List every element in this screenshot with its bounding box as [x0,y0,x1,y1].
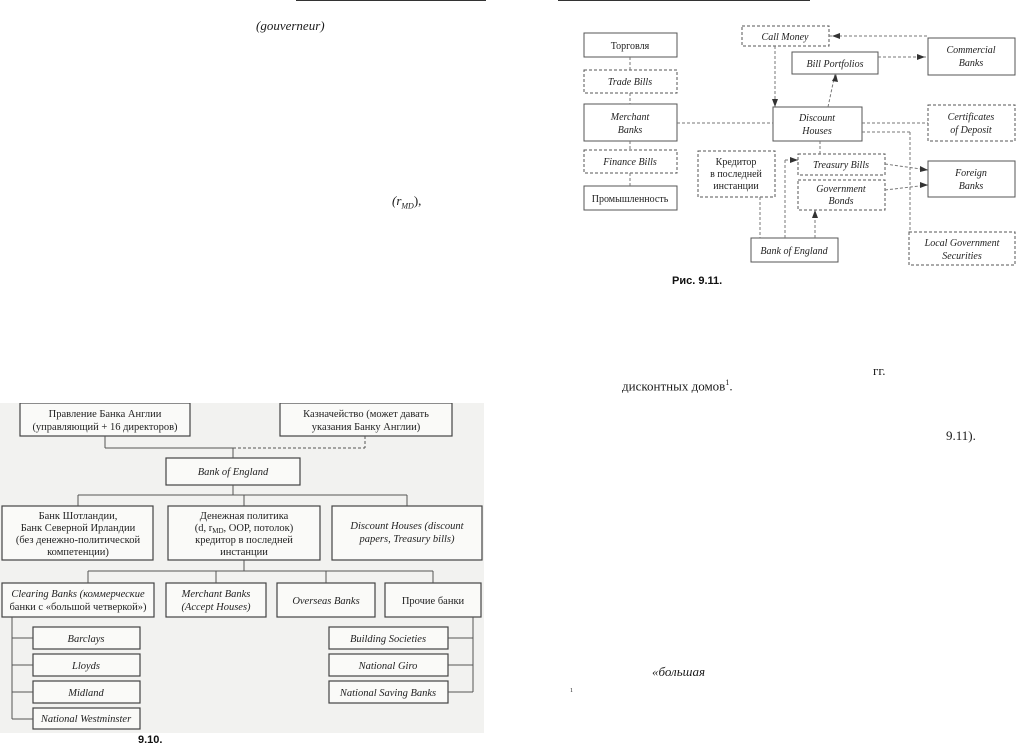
lbl-disc-2: papers, Treasury bills) [359,534,455,545]
top-rule-right [558,0,810,1]
lbl-saving: National Saving Banks [339,688,436,699]
lbl-foreign-2: Banks [959,181,984,192]
lbl-trade-bills: Trade Bills [608,77,652,88]
box-bill-portfolios [791,51,879,75]
lbl-policy-2a: (d, r [195,523,213,534]
rmd-open: (r [392,193,402,208]
box-merchant [165,582,267,618]
figure-911: Торговля Trade Bills Merchant Banks Fina… [583,25,1016,266]
lbl-barclays: Barclays [68,634,105,645]
lbl-merchant-2: Banks [618,125,643,136]
lbl-policy-1: Денежная политика [200,511,289,522]
lbl-policy-2: (d, rMD, OOP, потолок) [195,523,294,535]
lbl-kreditor-3: инстанции [713,181,759,192]
lbl-treasury-1: Казначейство (может давать [303,409,429,420]
ref-911-text: 9.11). [946,428,976,443]
lbl-natwest: National Westminster [40,714,132,725]
lbl-scot-1: Банк Шотландии, [39,511,118,522]
lbl-merchant-2: (Accept Houses) [181,602,251,613]
gg-text: гг. [873,363,886,378]
lbl-merchant-1: Merchant [610,112,650,123]
footnote-mark: 1 [725,378,730,387]
lbl-disc-1: Discount Houses (discount [349,521,464,532]
lbl-gov-bonds-1: Government [816,184,866,195]
lbl-giro: National Giro [358,661,418,672]
caption-910: 9.10. [138,734,163,746]
discount-houses-words: дисконтных домов [622,378,726,394]
caption-911: Рис. 9.11. [672,275,723,287]
box-kreditor [697,150,776,198]
gouverneur-text: (gouverneur) [256,18,325,33]
lbl-foreign-1: Foreign [954,168,987,179]
lbl-policy-2sub: MD [212,527,223,535]
lbl-policy-2b: , OOP, потолок) [224,523,294,534]
lbl-commercial-1: Commercial [946,45,995,56]
lbl-gov-bonds-2: Bonds [829,196,854,207]
lbl-commercial-2: Banks [959,58,984,69]
lbl-local-gov-1: Local Government [924,238,1000,249]
period: . [729,378,733,394]
lbl-call-money: Call Money [762,32,809,43]
lbl-overseas: Overseas Banks [292,596,359,607]
rmd-sub: MD [401,201,414,211]
lbl-bank-of-england: Bank of England [760,246,828,257]
lbl-boe: Bank of England [198,467,269,478]
figure-910: Правление Банка Англии (управляющий + 16… [1,403,483,730]
lbl-kreditor-2: в последней [710,169,762,180]
box-bank-of-england [750,237,839,263]
lbl-scot-3: (без денежно-политической [16,535,141,546]
box-commercial-banks [927,37,1016,76]
lbl-bill-portfolios: Bill Portfolios [807,59,864,70]
lbl-policy-3: кредитор в последней [195,535,293,546]
box-treasury [279,403,453,437]
box-policy [167,505,321,561]
lbl-board-1: Правление Банка Англии [49,409,162,420]
lbl-merchant-1: Merchant Banks [181,589,251,600]
lbl-treasury-bills: Treasury Bills [813,160,869,171]
lbl-scot-2: Банк Северной Ирландии [21,523,136,534]
lbl-kreditor-1: Кредитор [716,157,757,168]
rmd-text: (rMD), [392,193,421,211]
discount-houses-text: дисконтных домов1. [622,378,733,394]
lbl-clearing-1: Clearing Banks (коммерческие [11,589,145,600]
lbl-prochie: Прочие банки [402,596,465,607]
footnote-number: 1 [570,688,573,694]
lbl-policy-4: инстанции [220,547,268,558]
lbl-discount-2: Houses [801,126,832,137]
bolshaya-text: «большая [652,664,705,679]
box-discount-houses [772,106,863,142]
lbl-local-gov-2: Securities [942,251,982,262]
lbl-board-2: (управляющий + 16 директоров) [32,422,178,433]
lbl-promyshlennost: Промышленность [592,194,669,205]
box-boe [165,457,301,486]
lbl-lloyds: Lloyds [71,661,100,672]
top-rule-left [296,0,486,1]
box-disc-houses [331,505,483,561]
lbl-building: Building Societies [350,634,426,645]
lbl-discount-1: Discount [798,113,835,124]
box-foreign-banks [927,160,1016,198]
rmd-close: ), [413,193,422,208]
box-government-bonds [797,179,886,211]
lbl-clearing-2: банки с «большой четверкой») [9,602,147,613]
lbl-scot-4: компетенции) [47,547,109,558]
box-board [19,403,191,437]
lbl-midland: Midland [67,688,104,699]
lbl-certificates-2: of Deposit [950,125,992,136]
lbl-treasury-2: указания Банку Англии) [312,422,421,433]
lbl-finance-bills: Finance Bills [602,157,657,168]
box-clearing [1,582,155,618]
lbl-certificates-1: Certificates [948,112,995,123]
box-local-gov [908,231,1016,266]
box-scotland [1,505,154,561]
lbl-torgovlya: Торговля [611,41,650,52]
